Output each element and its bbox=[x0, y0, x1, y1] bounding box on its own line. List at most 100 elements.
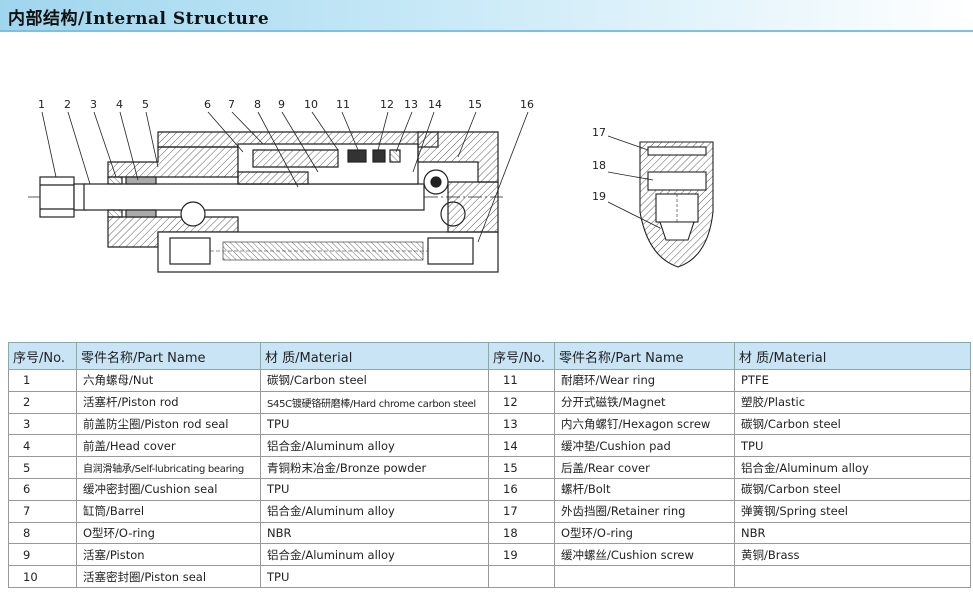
callout-4: 4 bbox=[116, 98, 123, 111]
row-name: 外齿挡圈/Retainer ring bbox=[554, 499, 735, 523]
row-material: NBR bbox=[734, 521, 971, 545]
callout-1: 1 bbox=[38, 98, 45, 111]
row-material: 碳钢/Carbon steel bbox=[734, 412, 971, 436]
row-no: 5 bbox=[8, 456, 77, 479]
row-material: 铝合金/Aluminum alloy bbox=[260, 543, 489, 567]
row-material: 青铜粉末冶金/Bronze powder bbox=[260, 456, 489, 479]
callout-10: 10 bbox=[304, 98, 318, 111]
row-name: 前盖防尘圈/Piston rod seal bbox=[76, 412, 261, 436]
row-name: 耐磨环/Wear ring bbox=[554, 369, 735, 392]
callout-11: 11 bbox=[336, 98, 350, 111]
empty-cell bbox=[488, 565, 555, 588]
row-material: 塑胶/Plastic bbox=[734, 390, 971, 414]
table-header-row: 序号/No. 零件名称/Part Name 材 质/Material bbox=[488, 342, 971, 370]
row-name: 活塞/Piston bbox=[76, 543, 261, 567]
row-name: 六角螺母/Nut bbox=[76, 369, 261, 392]
callout-8: 8 bbox=[254, 98, 261, 111]
callout-2: 2 bbox=[64, 98, 71, 111]
row-name: 内六角螺钉/Hexagon screw bbox=[554, 412, 735, 436]
callout-12: 12 bbox=[380, 98, 394, 111]
main-callouts: 1 2 3 4 5 6 7 8 9 10 11 12 13 14 15 16 bbox=[38, 98, 534, 111]
row-no: 3 bbox=[8, 412, 77, 436]
row-material: 铝合金/Aluminum alloy bbox=[734, 456, 971, 479]
side-callouts: 17 18 19 bbox=[592, 126, 606, 203]
callout-15: 15 bbox=[468, 98, 482, 111]
row-no: 6 bbox=[8, 477, 77, 501]
row-material: 碳钢/Carbon steel bbox=[734, 477, 971, 501]
row-no: 16 bbox=[488, 477, 555, 501]
row-name: 后盖/Rear cover bbox=[554, 456, 735, 479]
row-no: 12 bbox=[488, 390, 555, 414]
row-name: 活塞密封圈/Piston seal bbox=[76, 565, 261, 588]
callout-9: 9 bbox=[278, 98, 285, 111]
callout-5: 5 bbox=[142, 98, 149, 111]
row-material: TPU bbox=[260, 565, 489, 588]
header-part-name: 零件名称/Part Name bbox=[554, 342, 735, 370]
row-no: 11 bbox=[488, 369, 555, 392]
cross-section-svg: 1 2 3 4 5 6 7 8 9 10 11 12 13 14 15 16 bbox=[28, 98, 714, 273]
main-cylinder-section bbox=[28, 111, 529, 273]
piston-rod bbox=[83, 183, 425, 211]
row-no: 2 bbox=[8, 390, 77, 414]
row-no: 19 bbox=[488, 543, 555, 567]
row-no: 14 bbox=[488, 434, 555, 458]
callout-19: 19 bbox=[592, 190, 606, 203]
table-header-row: 序号/No. 零件名称/Part Name 材 质/Material bbox=[8, 342, 489, 370]
callout-14: 14 bbox=[428, 98, 442, 111]
row-no: 1 bbox=[8, 369, 77, 392]
row-name: 缓冲螺丝/Cushion screw bbox=[554, 543, 735, 567]
row-no: 17 bbox=[488, 499, 555, 523]
header-no: 序号/No. bbox=[488, 342, 555, 370]
row-material: PTFE bbox=[734, 369, 971, 392]
empty-cell bbox=[734, 565, 971, 588]
row-name: 活塞杆/Piston rod bbox=[76, 390, 261, 414]
row-material: NBR bbox=[260, 521, 489, 545]
row-no: 10 bbox=[8, 565, 77, 588]
row-material: 碳钢/Carbon steel bbox=[260, 369, 489, 392]
row-name: 缓冲密封圈/Cushion seal bbox=[76, 477, 261, 501]
header-part-name: 零件名称/Part Name bbox=[76, 342, 261, 370]
row-name: 螺杆/Bolt bbox=[554, 477, 735, 501]
header-material: 材 质/Material bbox=[260, 342, 489, 370]
row-name: 缓冲垫/Cushion pad bbox=[554, 434, 735, 458]
empty-cell bbox=[554, 565, 735, 588]
row-name: 自润滑轴承/Self-lubricating bearing bbox=[76, 456, 261, 479]
callout-16: 16 bbox=[520, 98, 534, 111]
title-bar: 内部结构/Internal Structure bbox=[0, 0, 973, 32]
row-material: 弹簧钢/Spring steel bbox=[734, 499, 971, 523]
table-row-empty bbox=[488, 565, 971, 588]
row-no: 7 bbox=[8, 499, 77, 523]
callout-7: 7 bbox=[228, 98, 235, 111]
row-material: 黄铜/Brass bbox=[734, 543, 971, 567]
row-no: 18 bbox=[488, 521, 555, 545]
row-name: O型环/O-ring bbox=[554, 521, 735, 545]
row-material: S45C镀硬铬研磨棒/Hard chrome carbon steel bbox=[260, 390, 489, 414]
cylinder-drawing: 1 2 3 4 5 6 7 8 9 10 11 12 13 14 15 16 bbox=[8, 32, 970, 337]
row-no: 9 bbox=[8, 543, 77, 567]
row-name: 前盖/Head cover bbox=[76, 434, 261, 458]
row-name: 分开式磁铁/Magnet bbox=[554, 390, 735, 414]
header-material: 材 质/Material bbox=[734, 342, 971, 370]
callout-3: 3 bbox=[90, 98, 97, 111]
callout-18: 18 bbox=[592, 159, 606, 172]
nut bbox=[39, 176, 87, 218]
row-material: TPU bbox=[734, 434, 971, 458]
